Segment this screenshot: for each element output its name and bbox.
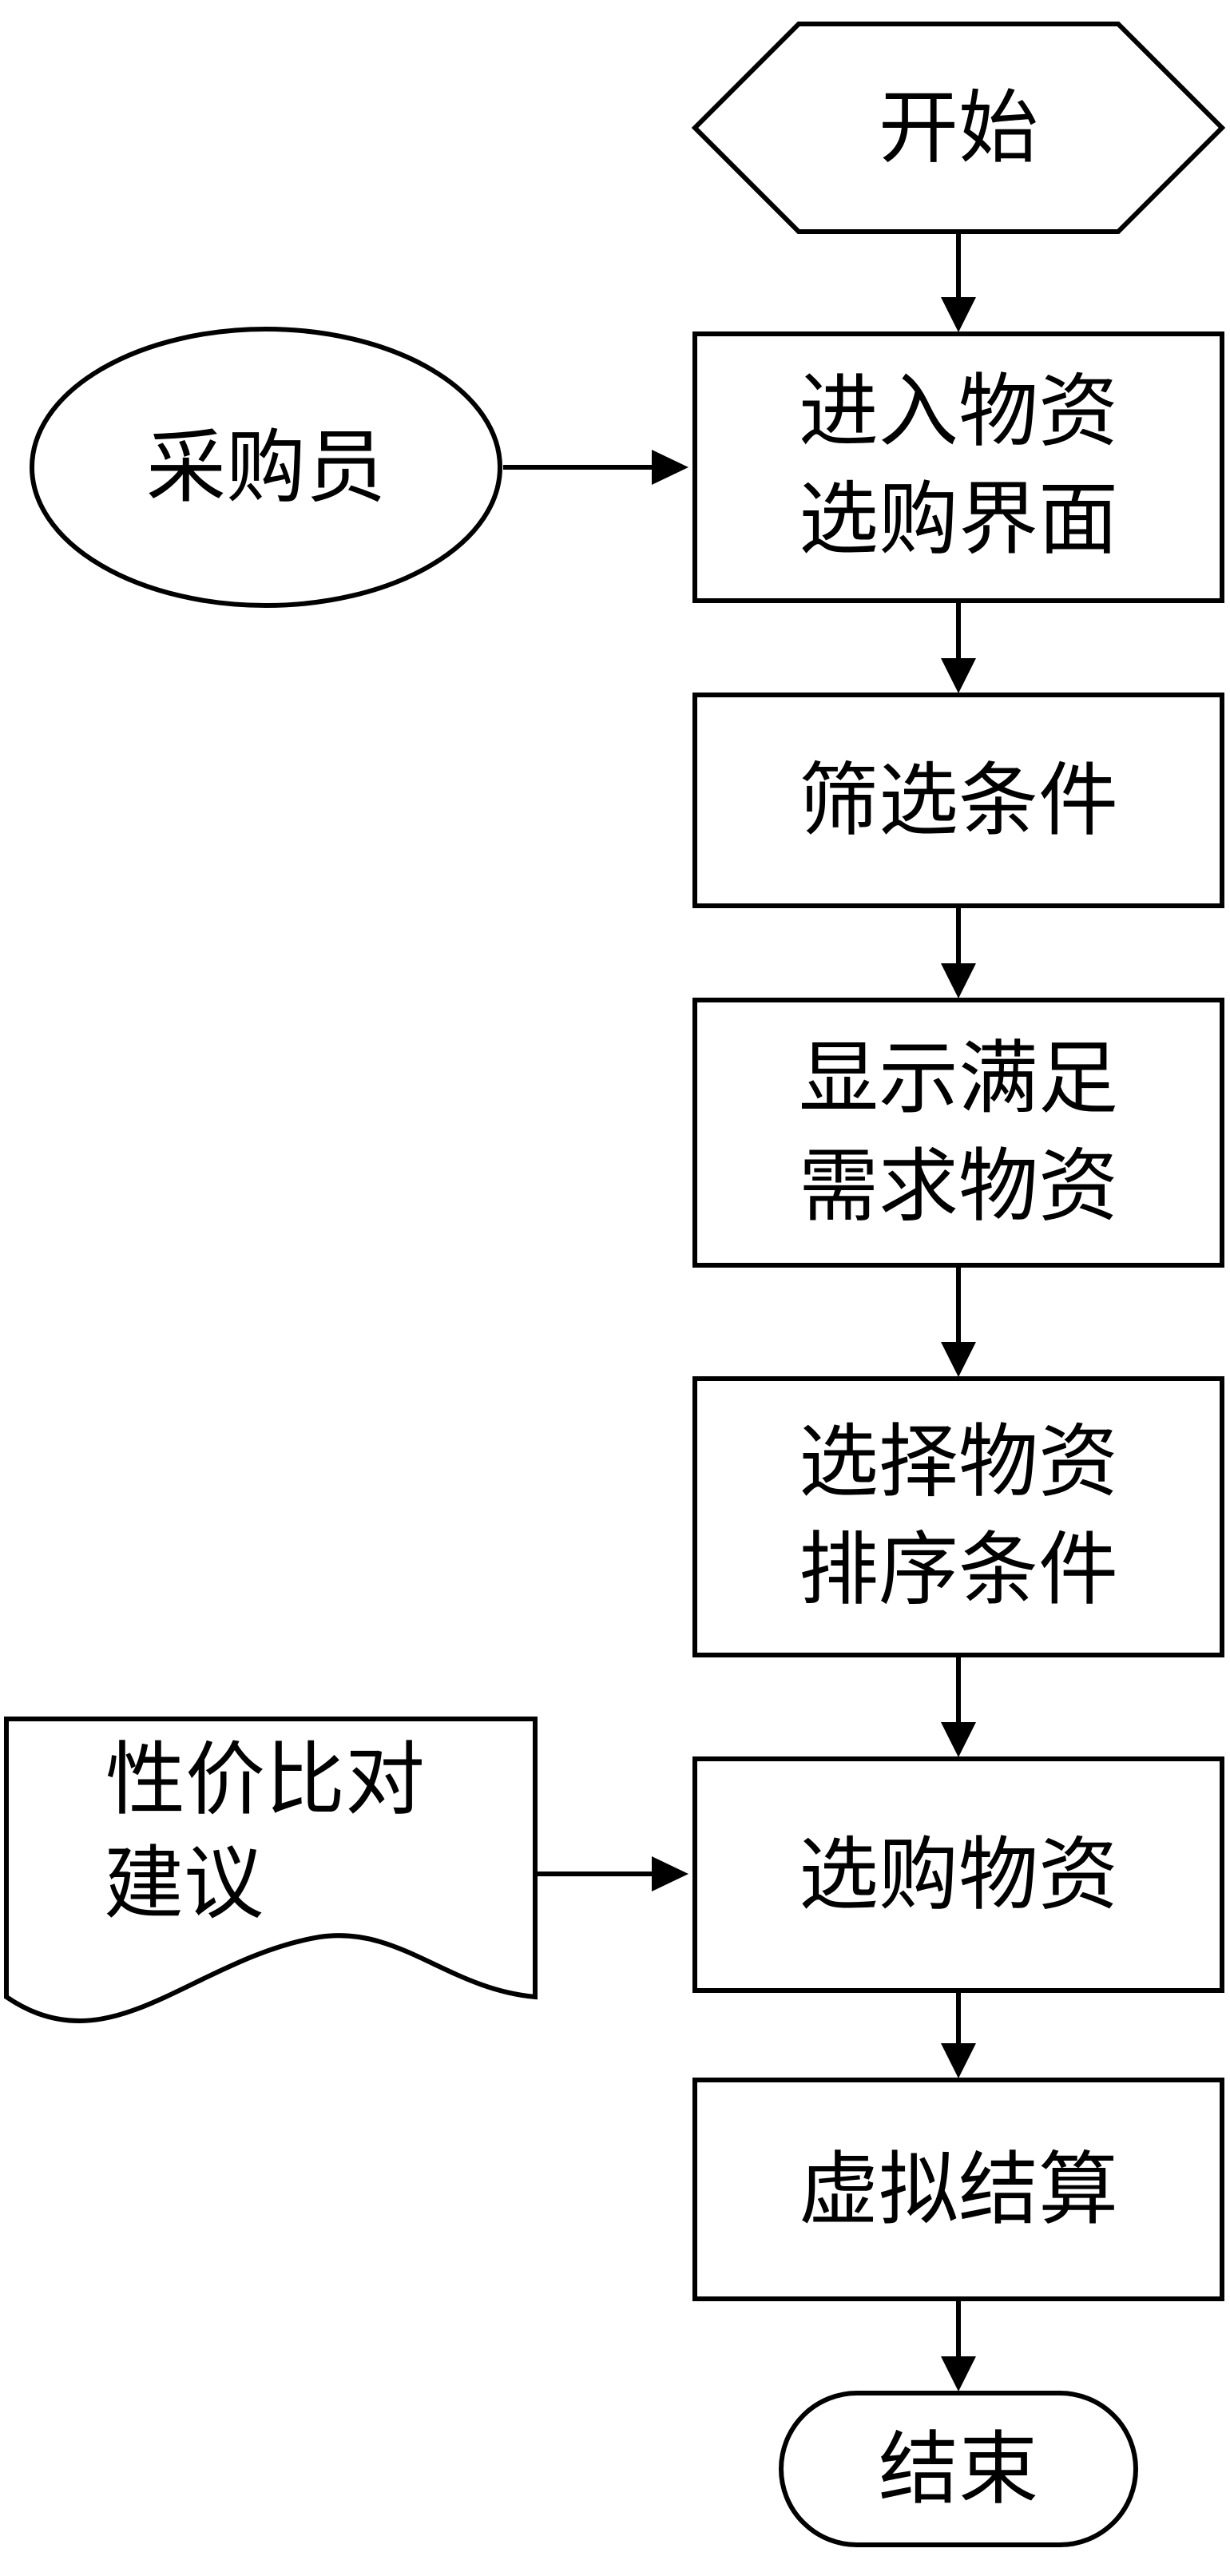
edge-display-to-sort xyxy=(941,1265,976,1377)
edge-settle-to-end xyxy=(941,2299,976,2391)
edge-purchaser-to-enter xyxy=(503,450,688,485)
display-materials-node: 显示满足 需求物资 xyxy=(692,998,1224,1268)
edge-select-to-settle xyxy=(941,1991,976,2078)
virtual-settlement-label: 虚拟结算 xyxy=(799,2143,1118,2237)
advice-document-node: 性价比对 建议 xyxy=(4,1717,538,2024)
sort-conditions-label-line2: 排序条件 xyxy=(799,1523,1118,1617)
connectors xyxy=(503,232,976,2391)
display-materials-label-line2: 需求物资 xyxy=(799,1140,1118,1233)
enter-interface-node: 进入物资 选购界面 xyxy=(692,331,1224,603)
select-materials-label: 选购物资 xyxy=(799,1828,1118,1922)
virtual-settlement-node: 虚拟结算 xyxy=(692,2078,1224,2301)
start-node: 开始 xyxy=(691,22,1226,234)
edge-enter-to-filter xyxy=(941,601,976,693)
start-label: 开始 xyxy=(879,81,1038,175)
edge-start-to-enter xyxy=(941,232,976,332)
advice-label-line2: 建议 xyxy=(104,1837,264,1931)
enter-interface-label-line2: 选购界面 xyxy=(799,473,1118,566)
select-materials-node: 选购物资 xyxy=(692,1756,1224,1993)
end-node: 结束 xyxy=(779,2391,1138,2547)
purchaser-node: 采购员 xyxy=(30,327,502,608)
end-label: 结束 xyxy=(879,2423,1038,2516)
filter-conditions-node: 筛选条件 xyxy=(692,693,1224,908)
purchaser-label: 采购员 xyxy=(146,421,386,514)
filter-conditions-label: 筛选条件 xyxy=(799,754,1118,847)
enter-interface-label-line1: 进入物资 xyxy=(799,365,1118,458)
advice-label-line1: 性价比对 xyxy=(105,1733,425,1827)
edge-advice-to-select xyxy=(535,1856,688,1891)
sort-conditions-node: 选择物资 排序条件 xyxy=(692,1376,1224,1657)
display-materials-label-line1: 显示满足 xyxy=(799,1032,1118,1125)
edge-sort-to-select xyxy=(941,1655,976,1757)
sort-conditions-label-line1: 选择物资 xyxy=(799,1415,1118,1509)
edge-filter-to-display xyxy=(941,906,976,998)
